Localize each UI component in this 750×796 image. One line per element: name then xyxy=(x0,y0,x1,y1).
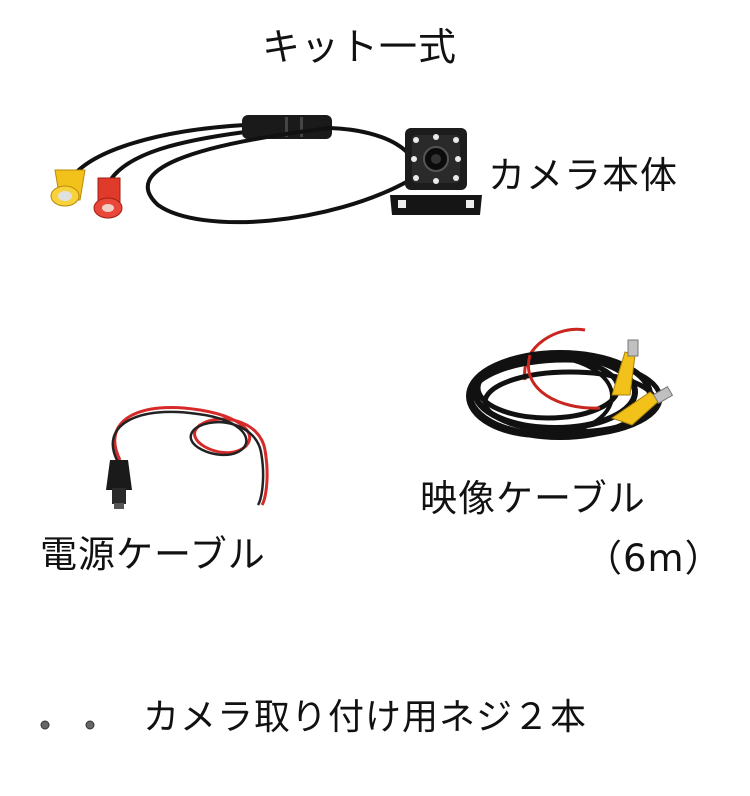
power-cable-photo xyxy=(106,405,269,509)
camera-body-label: カメラ本体 xyxy=(488,154,678,197)
video-cable-photo xyxy=(466,327,674,440)
dc-red-plug xyxy=(93,177,123,219)
dc-barrel-plug xyxy=(106,460,132,509)
video-cable-length-label: （6m） xyxy=(585,537,723,580)
power-cable-label: 電源ケーブル xyxy=(40,533,266,576)
camera-housing xyxy=(390,128,482,215)
page-title: キット一式 xyxy=(262,25,458,69)
camera-body-photo xyxy=(50,115,482,225)
video-cable-label: 映像ケーブル xyxy=(420,477,646,520)
rca-plug-2 xyxy=(610,385,674,426)
rca-yellow-plug xyxy=(50,169,86,207)
mounting-screws-label: カメラ取り付け用ネジ２本 xyxy=(143,697,588,738)
rca-plug-1 xyxy=(611,339,639,396)
screws-photo xyxy=(40,720,95,730)
